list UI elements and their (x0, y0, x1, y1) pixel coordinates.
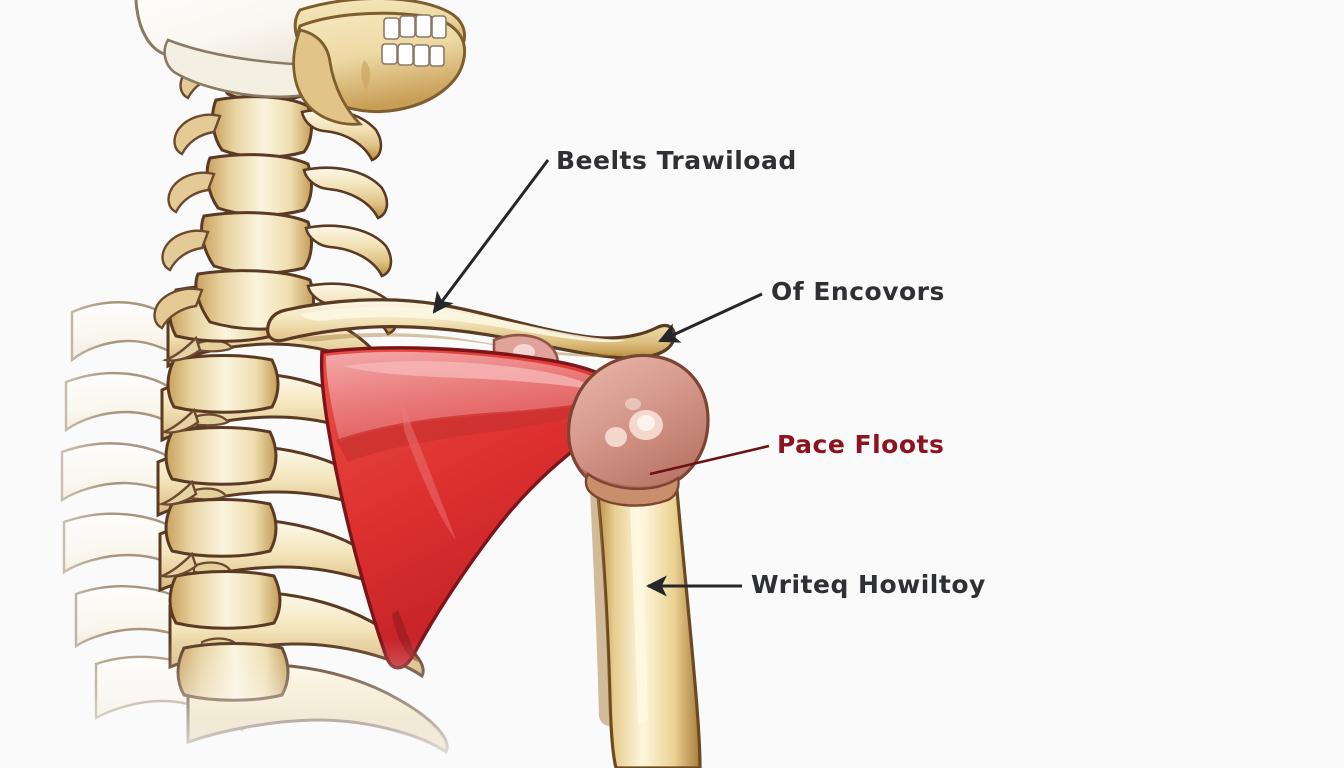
label-of-encovors: Of Encovors (771, 277, 945, 306)
label-writeq-howiltoy: Writeq Howiltoy (751, 570, 986, 599)
leader-pace-floots (649, 444, 770, 476)
leader-of-encovors (658, 292, 763, 343)
label-pace-floots: Pace Floots (777, 430, 945, 459)
leader-beelts-trawiload (432, 159, 550, 314)
scapula (319, 346, 640, 670)
skull (134, 0, 467, 126)
leader-lines (432, 159, 770, 597)
teeth (381, 14, 447, 67)
label-beelts-trawiload: Beelts Trawiload (556, 146, 797, 175)
scapular-spine (336, 394, 620, 462)
humerus (567, 353, 710, 768)
